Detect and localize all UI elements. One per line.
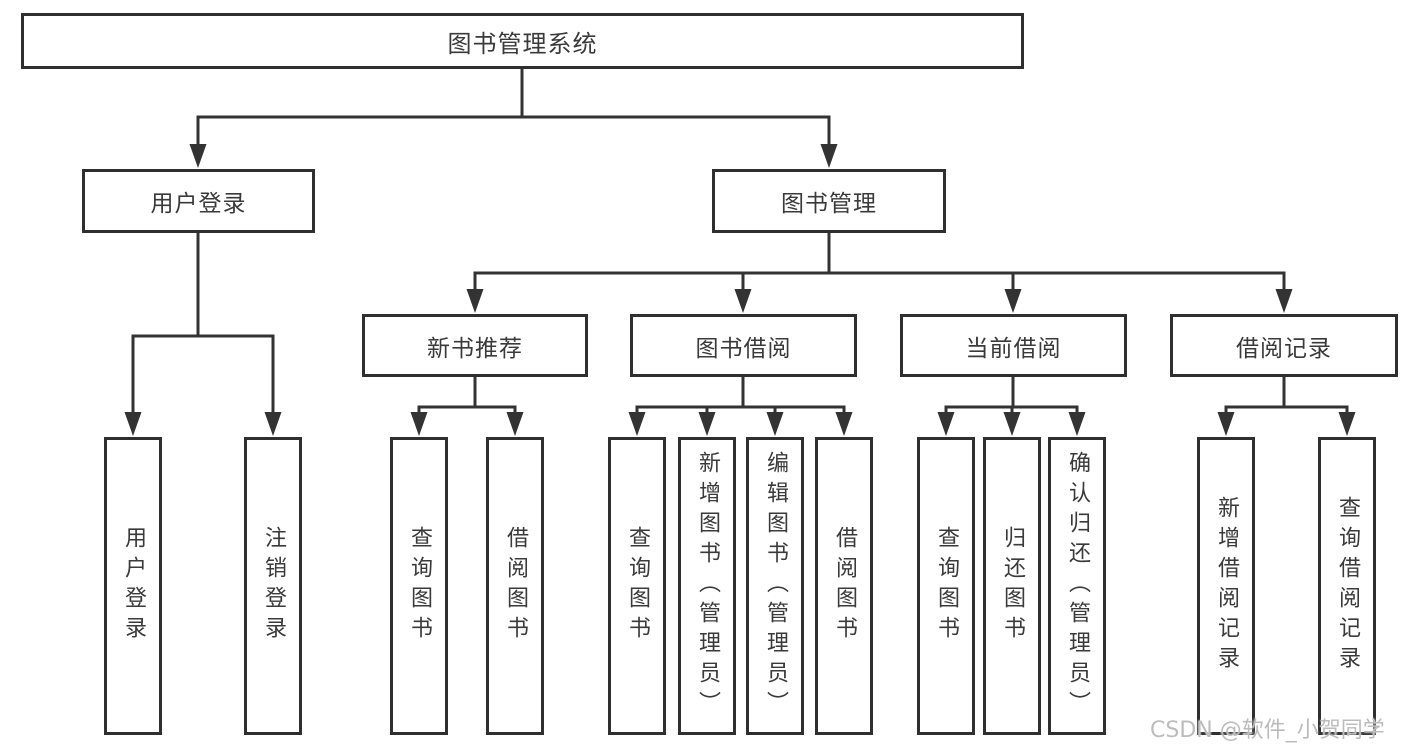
node-label: 图书借阅 (695, 335, 792, 362)
node-label: 注销登录 (261, 526, 286, 646)
node-root: 图书管理系统 (21, 13, 1024, 69)
leaf-query-books-current: 查询图书 (917, 437, 975, 735)
leaf-add-borrow-record: 新增借阅记录 (1197, 437, 1255, 735)
node-book-management: 图书管理 (712, 169, 946, 233)
node-label: 归还图书 (1000, 526, 1025, 646)
node-label: 当前借阅 (965, 335, 1062, 362)
leaf-edit-book-admin: 编辑图书（管理员） (746, 437, 804, 735)
node-label: 查询借阅记录 (1335, 496, 1360, 676)
node-label: 编辑图书（管理员） (763, 451, 788, 721)
leaf-query-books-recommend: 查询图书 (390, 437, 448, 735)
leaf-return-book: 归还图书 (983, 437, 1041, 735)
node-borrow-records: 借阅记录 (1170, 314, 1398, 377)
node-new-book-recommend: 新书推荐 (362, 314, 588, 377)
node-book-borrow: 图书借阅 (630, 314, 857, 377)
leaf-query-books-borrow: 查询图书 (608, 437, 666, 735)
node-label: 查询图书 (625, 526, 650, 646)
node-label: 借阅图书 (832, 526, 857, 646)
node-label: 查询图书 (407, 526, 432, 646)
node-label: 新增借阅记录 (1214, 496, 1239, 676)
node-label: 查询图书 (934, 526, 959, 646)
node-label: 确认归还（管理员） (1065, 451, 1090, 721)
node-label: 图书管理系统 (447, 29, 598, 58)
leaf-query-borrow-record: 查询借阅记录 (1318, 437, 1376, 735)
leaf-add-book-admin: 新增图书（管理员） (678, 437, 736, 735)
arrowheads (124, 144, 1356, 436)
node-label: 用户登录 (150, 191, 247, 217)
node-label: 借阅图书 (503, 526, 528, 646)
node-user-login: 用户登录 (82, 169, 315, 233)
watermark: CSDN @软件_小贺同学 (1150, 718, 1385, 743)
node-label: 借阅记录 (1236, 335, 1332, 362)
node-label: 新增图书（管理员） (695, 451, 720, 721)
node-current-borrow: 当前借阅 (900, 314, 1127, 377)
node-label: 新书推荐 (427, 335, 523, 362)
leaf-confirm-return-admin: 确认归还（管理员） (1048, 437, 1106, 735)
node-label: 图书管理 (781, 191, 877, 217)
leaf-user-login: 用户登录 (104, 437, 162, 735)
leaf-logout: 注销登录 (244, 437, 302, 735)
node-label: 用户登录 (121, 526, 146, 646)
leaf-borrow-books: 借阅图书 (815, 437, 873, 735)
leaf-borrow-books-recommend: 借阅图书 (486, 437, 544, 735)
